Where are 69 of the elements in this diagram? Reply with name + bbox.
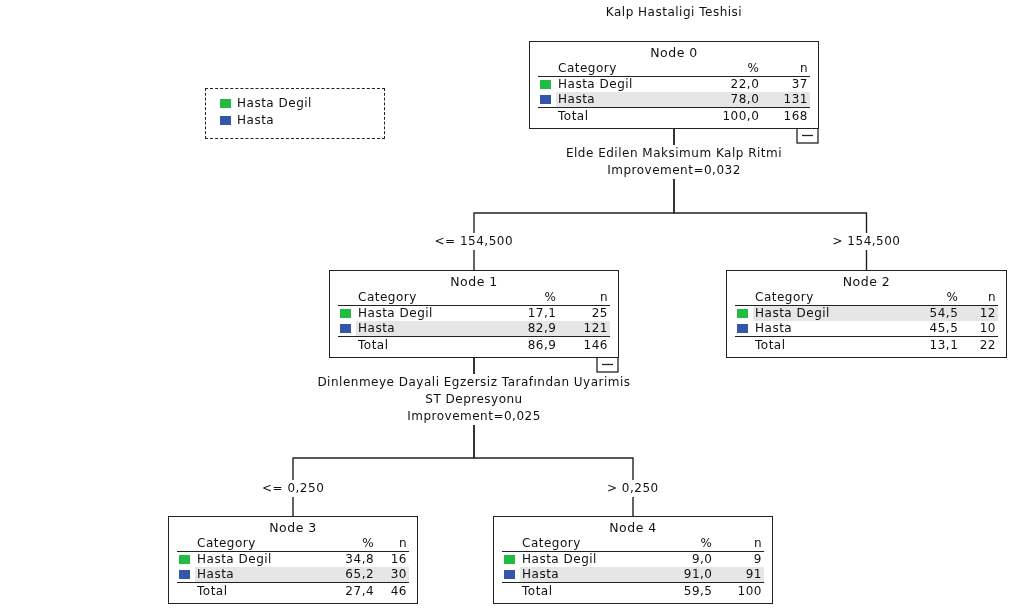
count-value: 100 [714,582,764,600]
count-value: 25 [558,305,610,321]
column-header: % [899,290,961,306]
legend-label: Hasta Degil [237,95,312,112]
category-name: Hasta Degil [195,551,323,567]
category-name: Hasta [520,567,658,583]
total-label: Total [195,582,323,600]
category-name: Hasta [556,92,692,108]
column-header: n [714,536,764,552]
count-value: 22 [960,336,998,354]
percent-value: 45,5 [899,321,961,337]
column-header: % [691,61,762,77]
node-title: Node 3 [268,519,318,536]
percent-value: 59,5 [657,582,715,600]
category-name: Hasta Degil [556,76,692,92]
tree-node-box [529,41,819,129]
total-label: Total [753,336,900,354]
column-header: n [960,290,998,306]
count-value: 168 [761,107,810,125]
category-name: Hasta [356,321,500,337]
total-label: Total [356,336,500,354]
tree-node-box [329,270,619,358]
category-name: Hasta [195,567,323,583]
count-value: 37 [761,76,810,92]
percent-value: 91,0 [657,567,715,583]
count-value: 121 [558,321,610,337]
count-value: 9 [714,551,764,567]
percent-value: 34,8 [323,551,377,567]
node-title: Node 1 [449,273,499,290]
tree-node-box [168,516,418,604]
percent-value: 13,1 [899,336,961,354]
column-header: % [657,536,715,552]
total-label: Total [556,107,692,125]
legend-label: Hasta [237,112,275,129]
column-header: n [376,536,409,552]
count-value: 30 [376,567,409,583]
column-header: Category [520,536,658,552]
percent-value: 86,9 [499,336,559,354]
total-label: Total [520,582,658,600]
percent-value: 9,0 [657,551,715,567]
column-header: Category [556,61,692,77]
percent-value: 17,1 [499,305,559,321]
count-value: 131 [761,92,810,108]
percent-value: 65,2 [323,567,377,583]
percent-value: 82,9 [499,321,559,337]
column-header: n [558,290,610,306]
column-header: Category [753,290,900,306]
column-header: n [761,61,810,77]
column-header: % [323,536,377,552]
percent-value: 100,0 [691,107,762,125]
node-title: Node 4 [608,519,658,536]
percent-value: 78,0 [691,92,762,108]
column-header: Category [356,290,500,306]
category-name: Hasta Degil [356,305,500,321]
count-value: 91 [714,567,764,583]
tree-node-box [726,270,1007,358]
tree-node-box [493,516,773,604]
count-value: 46 [376,582,409,600]
percent-value: 27,4 [323,582,377,600]
count-value: 146 [558,336,610,354]
node-title: Node 0 [649,44,699,61]
category-name: Hasta Degil [520,551,658,567]
column-header: % [499,290,559,306]
node-title: Node 2 [841,273,892,290]
count-value: 16 [376,551,409,567]
category-name: Hasta [753,321,900,337]
percent-value: 22,0 [691,76,762,92]
column-header: Category [195,536,323,552]
count-value: 10 [960,321,998,337]
